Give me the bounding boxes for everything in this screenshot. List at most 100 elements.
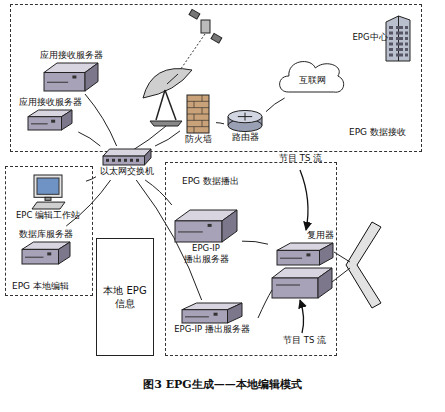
- graphic-part: [72, 75, 76, 78]
- node-label: EPC 编辑工作站: [16, 210, 80, 222]
- graphic-part: [118, 159, 121, 162]
- dish-base: [150, 121, 182, 126]
- graphic-part: [238, 113, 252, 121]
- graphic-part: [31, 123, 48, 124]
- graphic-part: [202, 121, 203, 127]
- router-symbol: [227, 110, 263, 132]
- graphic-part: [396, 32, 400, 35]
- graphic-part: [228, 303, 243, 323]
- graphic-part: [22, 249, 59, 264]
- graphic-part: [187, 101, 209, 102]
- graphic-part: [136, 159, 139, 162]
- stream-label: 节目 TS 流: [283, 335, 343, 347]
- graphic-part: [187, 107, 209, 108]
- figure-caption: 图3 EPG生成——本地编辑模式: [0, 378, 445, 392]
- graphic-part: [228, 111, 262, 123]
- graphic-part: [400, 54, 403, 57]
- graphic-part: [222, 210, 237, 242]
- network-cable: [242, 241, 268, 244]
- graphic-part: [59, 242, 71, 264]
- network-cable: [145, 180, 172, 205]
- graphic-part: [25, 256, 44, 257]
- cable: [332, 268, 350, 282]
- router-icon: [227, 110, 263, 132]
- dish-leg: [165, 90, 176, 120]
- graphic-part: [396, 54, 400, 57]
- node-label: EPG 本地编辑: [12, 280, 69, 292]
- device-side: [318, 268, 332, 298]
- server-icon: [21, 241, 71, 265]
- graphic-part: [405, 26, 408, 29]
- network-cable: [216, 123, 224, 124]
- server-symbol: [43, 62, 99, 92]
- graphic-part: [386, 16, 410, 61]
- graphic-part: [103, 149, 151, 156]
- server-symbol: [21, 241, 71, 265]
- graphic-part: [389, 32, 393, 35]
- network-cable: [155, 131, 180, 146]
- graphic-part: [37, 178, 59, 194]
- pc-icon: [29, 174, 67, 210]
- graphic-part: [405, 43, 408, 46]
- node-label: 互联网: [299, 75, 326, 87]
- edit-region: EPG 本地编辑EPC 编辑工作站数据库服务器: [5, 166, 93, 296]
- server-node: EPG-IP 播出服务器: [164, 300, 260, 338]
- server-icon: [174, 209, 238, 243]
- ts-arrow: [300, 170, 308, 230]
- stream-label: 节目 TS 流: [279, 153, 339, 165]
- satellite-dish-symbol: [143, 69, 192, 126]
- dish-leg: [156, 90, 165, 120]
- graphic-part: [396, 37, 400, 40]
- modulator-device: [272, 268, 332, 298]
- graphic-part: [280, 257, 302, 258]
- graphic-part: [145, 149, 152, 165]
- firewall-node: 防火墙: [180, 92, 216, 148]
- graphic-part: [194, 102, 195, 108]
- graphic-part: [194, 127, 195, 133]
- wall-icon: [186, 94, 210, 134]
- graphic-part: [396, 26, 400, 29]
- dish-reflector: [143, 69, 192, 98]
- graphic-part: [214, 313, 218, 316]
- graphic-part: [51, 119, 55, 122]
- graphic-part: [32, 202, 65, 209]
- satellite-body: [201, 20, 210, 33]
- device-slot: [276, 285, 300, 286]
- receive-region: EPG 数据接收应用接收服务器应用接收服务器防火墙路由器互联网EPG中心: [10, 4, 422, 152]
- graphic-part: [47, 82, 68, 83]
- graphic-part: [320, 243, 334, 265]
- graphic-part: [208, 223, 212, 226]
- graphic-part: [194, 114, 195, 120]
- node-label: EPG-IP 播出服务器: [170, 243, 242, 266]
- graphic-part: [389, 54, 393, 57]
- graphic-part: [47, 252, 51, 255]
- network-cable: [86, 177, 96, 181]
- dish-cable: [130, 126, 166, 152]
- graphic-part: [187, 114, 209, 115]
- graphic-part: [44, 72, 85, 91]
- node-label: 防火墙: [185, 134, 212, 146]
- graphic-part: [112, 159, 115, 162]
- wall-symbol: [186, 94, 210, 134]
- multiplexer-node: 复用器: [268, 229, 334, 267]
- node-label: 以太网交换机: [100, 166, 154, 178]
- internet-cloud: 互联网: [278, 58, 346, 98]
- node-label: 应用接收服务器: [40, 50, 103, 62]
- graphic-part: [389, 48, 393, 51]
- node-label: EPG-IP 播出服务器: [174, 324, 250, 336]
- graphic-part: [202, 108, 203, 114]
- server-symbol: [276, 242, 334, 266]
- graphic-part: [389, 26, 393, 29]
- graphic-part: [175, 220, 222, 241]
- server-icon: [276, 242, 334, 266]
- graphic-part: [103, 156, 145, 165]
- broadcast-region: EPG 数据播出EPG-IP 播出服务器复用器EPG-IP 播出服务器: [165, 162, 337, 356]
- graphic-part: [178, 231, 203, 232]
- server-node: 应用接收服务器: [16, 96, 84, 132]
- graphic-part: [187, 95, 209, 133]
- graphic-part: [400, 48, 403, 51]
- network-cable: [266, 98, 285, 112]
- satellite-panel: [189, 9, 200, 19]
- node-label: 本地 EPG 信息: [103, 284, 147, 310]
